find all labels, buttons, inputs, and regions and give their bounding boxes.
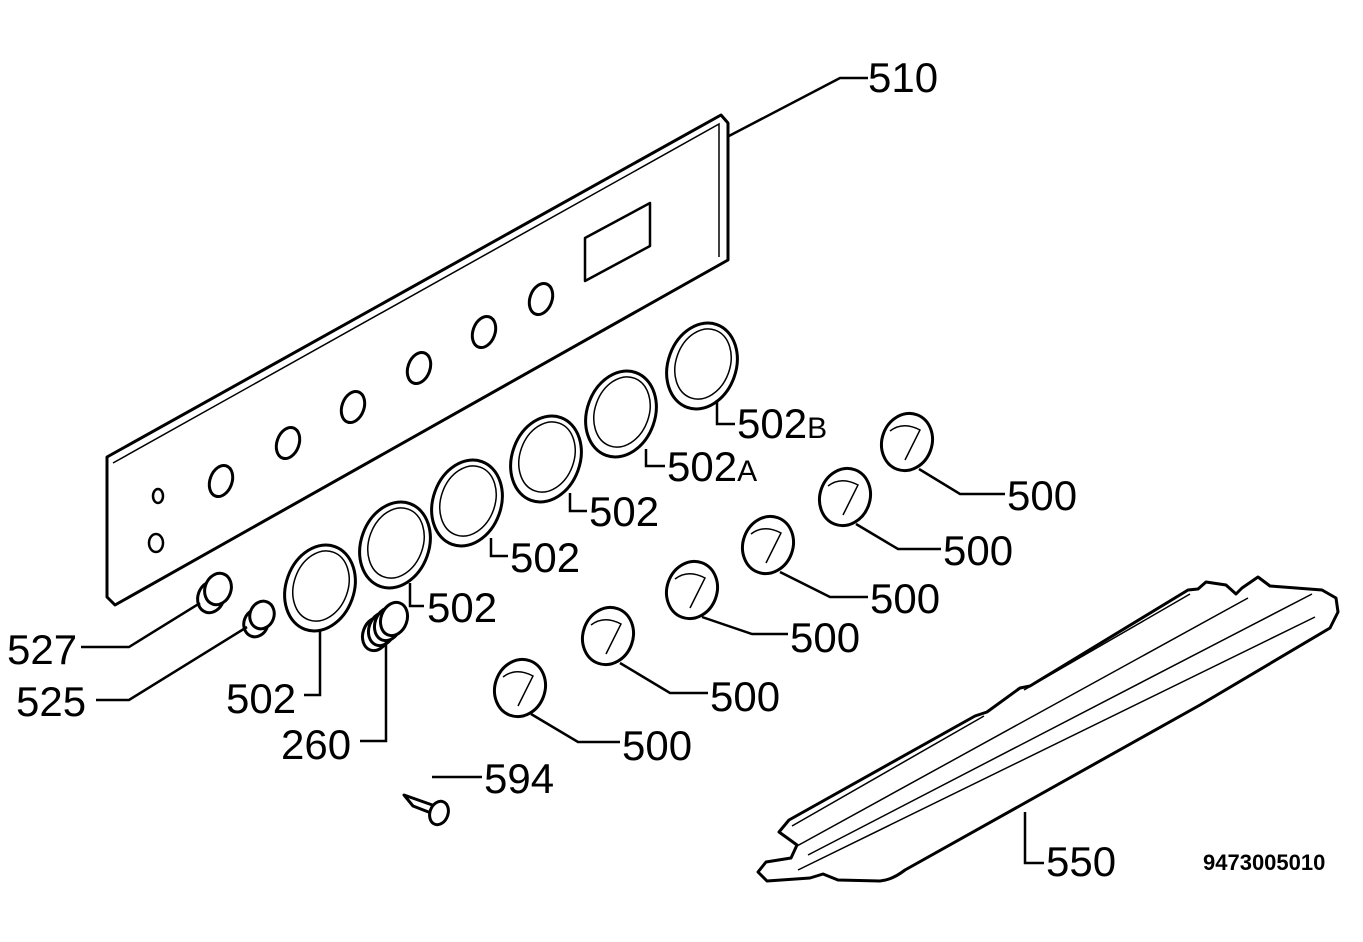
knob	[664, 559, 720, 621]
panel-hole	[207, 464, 235, 498]
panel-hole	[405, 351, 433, 385]
label-550: 550	[1046, 838, 1116, 885]
label-594: 594	[484, 755, 554, 802]
panel-hole	[527, 282, 555, 316]
label-500: 500	[790, 614, 860, 661]
trim-550	[756, 575, 1340, 883]
label-502: 502	[510, 534, 580, 581]
label-500: 500	[1007, 472, 1077, 519]
label-260: 260	[281, 721, 351, 768]
bezel-rings	[283, 321, 739, 633]
bezel-ring	[283, 543, 357, 633]
label-502: 502	[589, 488, 659, 535]
spring-260	[360, 600, 410, 653]
panel-hole	[339, 390, 367, 424]
label-510: 510	[868, 54, 938, 101]
panel-hole	[151, 487, 165, 505]
control-panel-510	[105, 113, 730, 607]
bezel-ring-a	[584, 369, 658, 459]
label-502b: 502B	[737, 400, 827, 447]
label-525: 525	[16, 678, 86, 725]
label-500: 500	[870, 575, 940, 622]
knob	[492, 657, 548, 719]
knob	[817, 466, 873, 528]
pin-594	[402, 793, 450, 827]
panel-hole	[470, 315, 498, 349]
bezel-ring-b	[665, 321, 739, 411]
label-502a: 502A	[667, 443, 757, 490]
bezel-ring	[358, 500, 432, 590]
label-502: 502	[226, 675, 296, 722]
panel-hole	[147, 532, 165, 554]
part-labels: 510 527 525 502 260 594 502 502 502 502A…	[7, 54, 1325, 885]
leader-lines	[81, 76, 1044, 865]
panel-hole	[274, 426, 302, 460]
cap-525	[242, 599, 276, 639]
cap-527	[196, 571, 233, 615]
label-500: 500	[622, 722, 692, 769]
knob	[879, 411, 935, 473]
label-502: 502	[427, 584, 497, 631]
knob	[740, 514, 796, 576]
bezel-ring	[430, 458, 504, 548]
label-527: 527	[7, 626, 77, 673]
display-window	[583, 201, 652, 283]
label-500: 500	[710, 673, 780, 720]
knob	[580, 605, 636, 667]
label-500: 500	[943, 527, 1013, 574]
reference-number: 9473005010	[1203, 850, 1325, 875]
bezel-ring	[509, 414, 583, 504]
